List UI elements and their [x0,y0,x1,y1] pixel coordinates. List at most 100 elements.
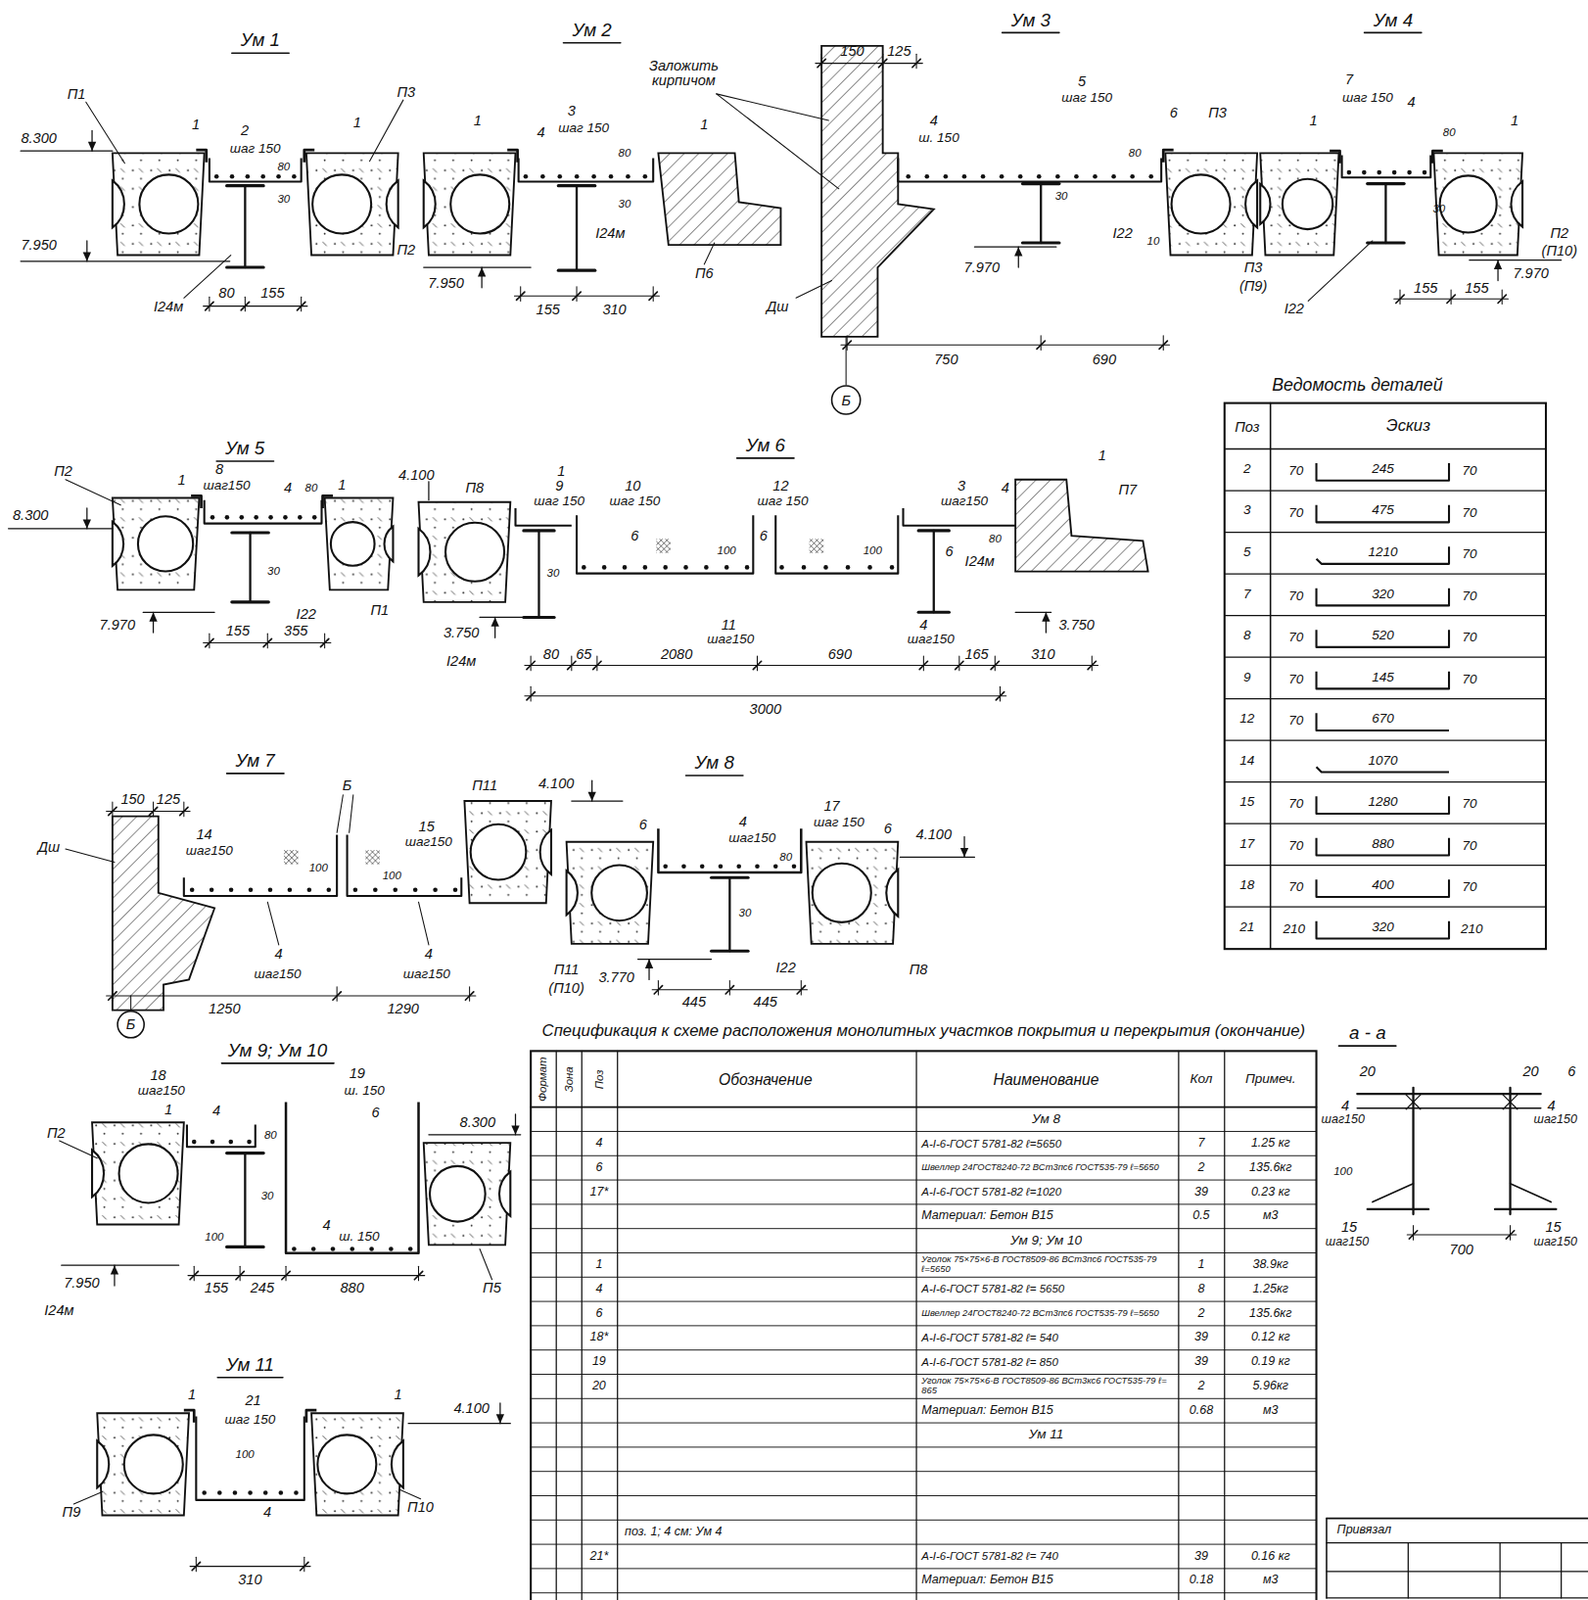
drawing-label: шаг150 [186,843,234,859]
drawing-label: 8 [215,461,224,477]
drawing-label: 1 [191,116,200,133]
level-arrow [496,1413,505,1423]
drawing-line [108,806,117,815]
drawing-label: П2 [53,463,73,479]
rebar-dot [1074,174,1079,180]
drawing-line [530,1349,1316,1351]
table-cell: 245 [1371,462,1395,477]
drawing-label: 100 [1333,1165,1353,1178]
drawing-label: 4.100 [398,467,434,483]
drawing-line [530,1543,1316,1545]
drawing-label: I22 [776,959,796,976]
drawing-line [1224,572,1546,574]
drawing-line [1509,1225,1511,1241]
drawing-label: I22 [1284,300,1305,317]
level-arrow [645,959,654,969]
slab-void [384,526,394,562]
drawing-label: 1 [394,1386,403,1402]
table-cell: 0.19 кг [1251,1354,1291,1369]
drawing-line [518,158,654,183]
drawing-label: 80 [277,160,290,174]
drawing-label: шаг150 [1534,1113,1578,1127]
table-cell: 4 [595,1136,603,1151]
drawing-line [1502,1094,1518,1110]
drawing-line [729,980,731,995]
drawing-line [657,828,801,873]
drawing-line [1224,906,1546,908]
rebar-dot [662,863,668,869]
rebar-dot [1036,174,1042,180]
drawing-label: 3 [957,477,966,494]
drawing-label: 5 [1077,73,1086,90]
rebar-dot [905,174,911,180]
rebar-dot [823,564,829,570]
rebar-dot [392,887,398,892]
rebar-dot [408,1246,414,1252]
drawing-label: I24м [153,298,184,315]
table-cell: 2 [1197,1379,1205,1394]
drawing-line [575,186,578,271]
drawing-line [686,774,744,777]
drawing-label: шаг150 [940,494,988,510]
drawing-label: 880 [340,1279,365,1296]
rebar-dot [980,174,986,180]
slab-void [386,180,399,228]
drawing-line [1396,294,1404,303]
table-cell: Ум 11 [1028,1427,1065,1443]
slab-void [317,1434,376,1494]
rebar-dot [1129,174,1135,180]
drawing-line [227,265,265,269]
drawing-line [1224,448,1546,451]
rebar-dot [1376,170,1382,176]
drawing-line [106,810,190,812]
drawing-label: П2 [397,241,417,258]
drawing-line [465,991,473,1000]
drawing-line [530,1276,1316,1278]
rebar-dot [214,174,220,180]
drawing-label: 7.970 [99,616,136,633]
drawing-line [728,877,731,951]
rebar-dot [268,887,274,892]
drawing-line [349,794,354,834]
drawing-line [1326,1541,1588,1543]
drawing-line [1367,1208,1430,1211]
table-cell: Уголок 75×75×6-В ГОСТ8509-86 ВСт3пс6 ГОС… [921,1255,1177,1275]
table-cell: 320 [1371,920,1395,935]
table-cell: 70 [1462,464,1478,479]
drawing-label: шаг150 [138,1083,186,1099]
drawing-label: 7.950 [63,1274,99,1291]
drawing-label: 10 [1147,234,1161,248]
drawing-label: 100 [235,1447,255,1461]
rebar-dot [1392,170,1398,176]
rebar-dot [736,863,742,869]
drawing-label: шаг 150 [230,141,281,157]
hollow-core-slab [112,152,205,255]
drawing-label: 4 [275,945,283,962]
drawing-label: 6 [944,543,953,560]
drawing-line [530,655,532,671]
rebar-dot [253,514,259,520]
rebar-dot [353,887,359,892]
drawing-line [649,291,657,300]
drawing-line [845,336,847,385]
drawing-label: П1 [67,86,87,102]
table-cell: 4 [595,1282,603,1297]
drawing-label: 125 [887,43,911,59]
table-cell: 19 [592,1354,607,1369]
drawing-label: П8 [909,961,929,978]
table-cell: Привязал [1337,1523,1392,1538]
rebar-dot [845,564,851,570]
drawing-line [300,1561,309,1570]
slab-void [812,863,872,923]
drawing-label: Ум 8 [695,752,735,774]
rebar-dot [279,1490,284,1495]
level-arrow [960,847,969,857]
hollow-core-slab [325,498,394,591]
drawing-label: 4 [263,1503,272,1520]
level-arrow [110,1264,119,1274]
level-arrow [148,611,157,621]
drawing-line [111,801,113,817]
table-cell: 20 [592,1379,607,1394]
rebar-dot [388,1246,394,1252]
drawing-label: П3 [1244,259,1263,276]
